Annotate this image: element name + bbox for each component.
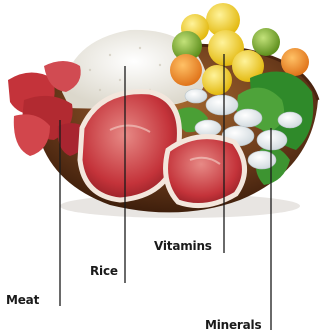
rice-label: Rice [90,264,118,278]
minerals-label: Minerals [205,318,261,332]
vitamins-label: Vitamins [154,239,212,253]
meat-label: Meat [6,293,39,307]
